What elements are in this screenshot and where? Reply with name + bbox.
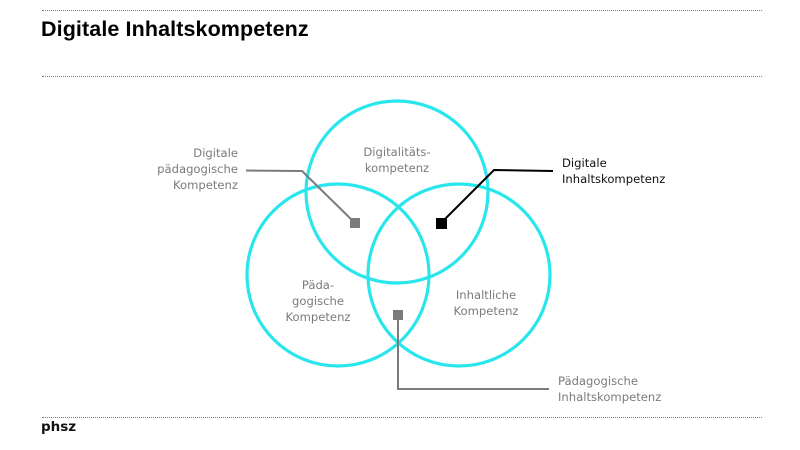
circle-digitalitaetskompetenz: [304, 99, 490, 285]
footer-divider: [42, 417, 762, 418]
callout-line-digitale-paedagogische: [245, 169, 360, 228]
top-divider: [42, 10, 762, 11]
callout-label-digitale-paedagogische-kompetenz: Digitale pädagogische Kompetenz: [157, 146, 238, 192]
circle-paedagogische-kompetenz: [245, 182, 431, 368]
label-paedagogische-kompetenz: Päda- gogische Kompetenz: [285, 278, 351, 324]
label-inhaltliche-kompetenz: Inhaltliche Kompetenz: [453, 288, 519, 318]
phsz-logo: phsz: [41, 419, 77, 435]
page-title: Digitale Inhaltskompetenz: [41, 17, 309, 41]
marker-square-black: [436, 218, 447, 229]
title-divider: [42, 76, 762, 77]
marker-square-gray: [393, 310, 403, 320]
circle-inhaltliche-kompetenz: [366, 182, 552, 368]
callout-label-paedagogische-inhaltskompetenz: Pädagogische Inhaltskompetenz: [558, 374, 662, 404]
callout-line-digitale-inhaltskompetenz: [436, 168, 554, 229]
label-digitalitaetskompetenz: Digitalitäts- kompetenz: [363, 145, 431, 175]
callout-label-digitale-inhaltskompetenz: Digitale Inhaltskompetenz: [562, 156, 666, 186]
marker-square-gray: [350, 218, 360, 228]
callout-line-paedagogische-inhaltskompetenz: [393, 310, 549, 390]
